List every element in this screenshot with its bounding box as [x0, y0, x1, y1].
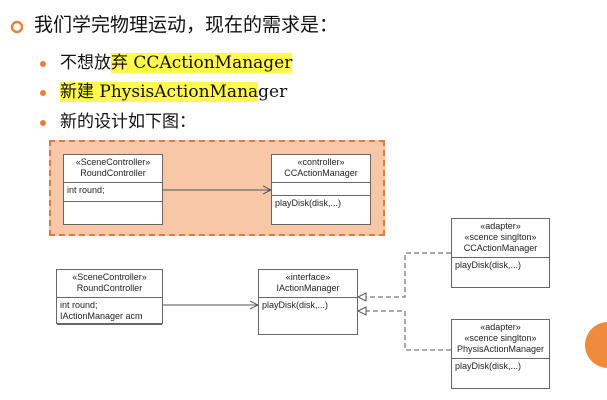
class-header: «controller» CCActionManager: [272, 155, 370, 183]
class-name: CCActionManager: [284, 168, 358, 178]
stereotype-label: «adapter»: [480, 221, 521, 231]
sub-bullet-3: 新的设计如下图：: [60, 110, 196, 134]
sub-bullet-2-text: ger: [258, 82, 288, 102]
stereotype-label: «SceneController»: [72, 272, 147, 282]
class-header: «interface» IActionManager: [259, 270, 357, 298]
old-association-arrow: [262, 185, 273, 195]
attribute-acm: IActionManager acm: [60, 311, 143, 321]
slide-heading: 我们学完物理运动，现在的需求是：: [34, 14, 339, 36]
stereotype-label: «scence singlton»: [464, 232, 537, 242]
class-header: «SceneController» RoundController: [64, 155, 162, 183]
old-round-controller-class: «SceneController» RoundController int ro…: [63, 154, 163, 225]
sub-bullet-dot: [40, 90, 46, 96]
sub-bullet-2-highlight: 新建 PhysisActionMana: [60, 82, 259, 102]
sub-bullet-dot: [40, 120, 46, 126]
class-header: «adapter» «scence singlton» PhysisAction…: [452, 320, 549, 359]
stereotype-label: «interface»: [285, 272, 331, 282]
decorative-orange-circle: [585, 322, 607, 368]
iaction-manager-interface: «interface» IActionManager playDisk(disk…: [258, 269, 358, 335]
sub-bullet-1-text: 不想放: [60, 53, 111, 73]
class-name: RoundController: [80, 168, 146, 178]
class-attributes: int round;: [64, 183, 162, 202]
class-header: «SceneController» RoundController: [57, 270, 162, 298]
sub-bullet-dot: [40, 61, 46, 67]
stereotype-label: «controller»: [297, 157, 345, 167]
realization-arrowhead-icon: [356, 306, 367, 316]
sub-bullet-3-text: 新的设计如下图：: [60, 112, 196, 132]
association-arrow: [249, 300, 260, 310]
sub-bullet-1-highlight: 弃 CCActionManager: [111, 53, 293, 73]
stereotype-label: «adapter»: [480, 322, 521, 332]
old-cc-action-manager-class: «controller» CCActionManager playDisk(di…: [271, 154, 371, 225]
cc-action-manager-adapter-class: «adapter» «scence singlton» CCActionMana…: [451, 218, 550, 288]
realization-line-physis: [365, 310, 451, 351]
class-name: CCActionManager: [463, 243, 538, 253]
class-attributes: int round; IActionManager acm: [57, 298, 162, 325]
stereotype-label: «scence singlton»: [464, 333, 537, 343]
attribute-round: int round;: [60, 300, 98, 310]
physis-action-manager-adapter-class: «adapter» «scence singlton» PhysisAction…: [451, 319, 550, 389]
class-operations: playDisk(disk,...): [275, 198, 342, 208]
class-operations: playDisk(disk,...): [455, 361, 522, 371]
class-name: RoundController: [76, 283, 143, 293]
class-attributes: [272, 183, 370, 196]
stereotype-label: «SceneController»: [75, 157, 151, 167]
slide-bullet-icon: [10, 20, 24, 34]
sub-bullet-1: 不想放弃 CCActionManager: [60, 51, 293, 75]
class-name: IActionManager: [276, 283, 340, 293]
class-name: PhysisActionManager: [456, 344, 545, 354]
class-header: «adapter» «scence singlton» CCActionMana…: [452, 219, 549, 258]
class-operations: playDisk(disk,...): [262, 300, 329, 310]
sub-bullet-2: 新建 PhysisActionManager: [60, 80, 287, 104]
realization-arrowhead-icon: [356, 292, 367, 302]
realization-line-cc: [365, 252, 451, 298]
class-operations: playDisk(disk,...): [455, 260, 522, 270]
round-controller-class: «SceneController» RoundController int ro…: [56, 269, 163, 325]
